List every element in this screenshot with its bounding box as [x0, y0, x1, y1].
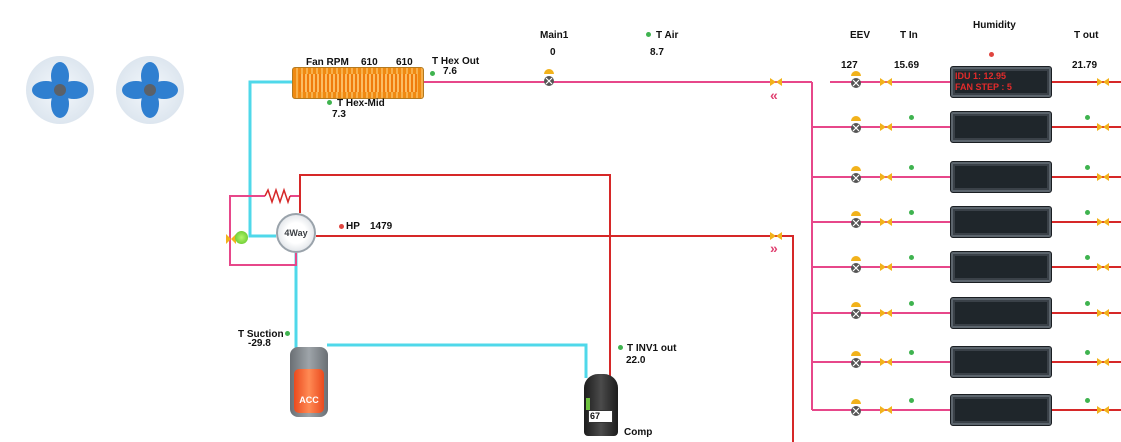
- humidity-sensor-dot: [989, 52, 994, 57]
- sensor-dot: [909, 255, 914, 260]
- t-hex-mid-value: 7.3: [332, 109, 346, 120]
- t-in-value: 15.69: [894, 60, 920, 71]
- t-hex-mid-label: T Hex-Mid: [337, 98, 385, 109]
- eev-valve-icon[interactable]: [850, 300, 862, 319]
- fan-rpm-label: Fan RPM: [306, 57, 349, 68]
- sensor-dot: [1085, 115, 1090, 120]
- idu-status-line-2: FAN STEP : 5: [955, 82, 1012, 92]
- hp-label: HP: [346, 221, 360, 232]
- sensor-dot: [1085, 165, 1090, 170]
- main1-label: Main1: [540, 30, 569, 41]
- fan-rpm-value-2: 610: [396, 57, 413, 68]
- bypass-valve-icon[interactable]: [226, 231, 236, 244]
- flow-right-icon: »: [770, 240, 778, 256]
- four-way-label: 4Way: [284, 228, 308, 238]
- sensor-dot: [909, 115, 914, 120]
- fan-rpm-value-1: 610: [361, 57, 378, 68]
- sensor-dot: [909, 210, 914, 215]
- connector-icon: [1097, 123, 1109, 131]
- t-out-value: 21.79: [1072, 60, 1098, 71]
- connector-icon: [880, 123, 892, 131]
- sensor-dot: [1085, 301, 1090, 306]
- eev-valve-icon[interactable]: [850, 69, 862, 88]
- sensor-dot: [909, 165, 914, 170]
- fan-icon: [116, 56, 184, 124]
- t-hex-out-label: T Hex Out: [432, 56, 480, 67]
- connector-icon: [770, 232, 782, 240]
- connector-icon: [880, 309, 892, 317]
- eev-value: 127: [841, 60, 858, 71]
- t-suction-label: T Suction: [238, 329, 284, 340]
- t-in-header: T In: [900, 30, 918, 41]
- t-suction-value: -29.8: [248, 338, 271, 349]
- sensor-dot: [618, 345, 623, 350]
- eev-valve-icon[interactable]: [850, 114, 862, 133]
- sensor-dot: [1085, 398, 1090, 403]
- sensor-dot: [430, 71, 435, 76]
- connector-icon: [880, 218, 892, 226]
- hp-value: 1479: [370, 221, 393, 232]
- eev-header: EEV: [850, 30, 871, 41]
- sensor-dot: [646, 32, 651, 37]
- connector-icon: [880, 263, 892, 271]
- humidity-header: Humidity: [973, 20, 1016, 31]
- t-inv-out-label: T INV1 out: [627, 343, 677, 354]
- indoor-unit-panel[interactable]: [950, 394, 1052, 426]
- t-air-label: T Air: [656, 30, 679, 41]
- sensor-dot: [339, 224, 344, 229]
- connector-icon: [880, 358, 892, 366]
- connector-icon: [1097, 218, 1109, 226]
- acc-label: ACC: [299, 395, 319, 405]
- sensor-dot: [909, 350, 914, 355]
- main-valve-icon[interactable]: [543, 67, 555, 86]
- eev-valve-icon[interactable]: [850, 164, 862, 183]
- compressor-value: 67: [588, 410, 613, 423]
- connector-icon: [1097, 406, 1109, 414]
- indoor-unit-panel[interactable]: [950, 161, 1052, 193]
- t-inv-out-value: 22.0: [626, 355, 646, 366]
- eev-valve-icon[interactable]: [850, 209, 862, 228]
- fan-icon: [26, 56, 94, 124]
- accumulator: ACC: [290, 347, 328, 417]
- main1-value: 0: [550, 47, 556, 58]
- sensor-dot: [1085, 255, 1090, 260]
- status-led-icon: [235, 231, 248, 244]
- connector-icon: [1097, 263, 1109, 271]
- connector-icon: [1097, 78, 1109, 86]
- connector-icon: [1097, 309, 1109, 317]
- sensor-dot: [285, 331, 290, 336]
- eev-valve-icon[interactable]: [850, 254, 862, 273]
- eev-valve-icon[interactable]: [850, 397, 862, 416]
- sensor-dot: [909, 301, 914, 306]
- t-air-value: 8.7: [650, 47, 664, 58]
- heat-exchanger: [292, 67, 424, 99]
- sensor-dot: [1085, 350, 1090, 355]
- t-hex-out-value: 7.6: [443, 66, 457, 77]
- connector-icon: [1097, 358, 1109, 366]
- sensor-dot: [1085, 210, 1090, 215]
- flow-left-icon: «: [770, 87, 778, 103]
- comp-label: Comp: [624, 427, 653, 438]
- connector-icon: [1097, 173, 1109, 181]
- eev-valve-icon[interactable]: [850, 349, 862, 368]
- four-way-valve[interactable]: 4Way: [276, 213, 316, 253]
- t-out-header: T out: [1074, 30, 1099, 41]
- indoor-unit-panel[interactable]: [950, 346, 1052, 378]
- resistor-icon: [264, 187, 291, 205]
- indoor-unit-panel[interactable]: [950, 251, 1052, 283]
- sensor-dot: [327, 100, 332, 105]
- connector-icon: [770, 78, 782, 86]
- connector-icon: [880, 78, 892, 86]
- indoor-unit-panel[interactable]: [950, 297, 1052, 329]
- sensor-dot: [909, 398, 914, 403]
- indoor-unit-panel[interactable]: [950, 111, 1052, 143]
- indoor-unit-panel[interactable]: [950, 206, 1052, 238]
- idu-status-line-1: IDU 1: 12.95: [955, 71, 1007, 81]
- connector-icon: [880, 173, 892, 181]
- connector-icon: [880, 406, 892, 414]
- compressor: 67: [584, 374, 618, 436]
